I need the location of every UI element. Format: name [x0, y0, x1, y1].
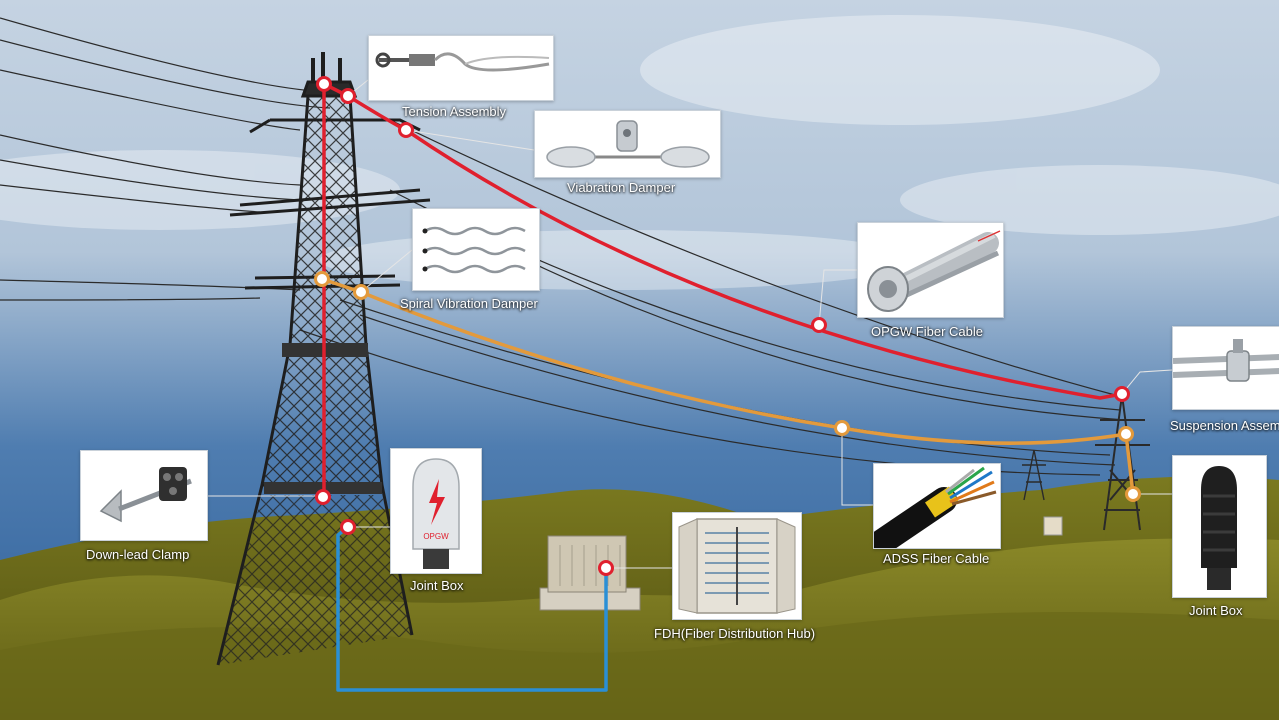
fdh-cabinet-scene: [539, 535, 641, 611]
joint-box-left-label: Joint Box: [410, 578, 464, 593]
adss-fiber-cable-image: [874, 466, 997, 548]
down-lead-clamp-image: [99, 467, 192, 523]
spiral-vibration-damper-image: [422, 226, 526, 274]
marker-joint-box-left: [340, 519, 356, 535]
opgw-fiber-cable-image: [867, 230, 1001, 312]
adss-fiber-cable-label: ADSS Fiber Cable: [883, 551, 990, 566]
joint-box-left-badge: OPGW: [423, 532, 449, 541]
spiral-vibration-damper-label: Spiral Vibration Damper: [400, 296, 538, 311]
marker-joint-box-right: [1125, 486, 1141, 502]
suspension-assembly-image: [1173, 339, 1279, 382]
adss-fiber-cable-thumbnail: [873, 463, 1001, 549]
suspension-assembly-thumbnail: [1172, 326, 1279, 410]
marker-opgw-fiber-cable: [811, 317, 827, 333]
suspension-assembly-label: Suspension Assem: [1170, 418, 1279, 433]
opgw-fiber-cable-thumbnail: [857, 222, 1004, 318]
marker-spiral-vibration-damper: [353, 284, 369, 300]
marker-adss-fiber-cable: [834, 420, 850, 436]
vibration-damper-image: [546, 120, 710, 168]
tension-assembly-label: Tension Assembly: [402, 104, 507, 119]
markers: [314, 76, 1141, 576]
marker-adss-tower: [314, 271, 330, 287]
joint-box-left-thumbnail: OPGW: [390, 448, 482, 574]
small-cabinet: [1043, 516, 1063, 536]
ground-route: [336, 525, 608, 692]
fdh-thumbnail: [672, 512, 802, 620]
joint-box-right-label: Joint Box: [1189, 603, 1243, 618]
marker-fdh: [598, 560, 614, 576]
marker-down-lead-clamp: [315, 489, 331, 505]
tower-lattice: [218, 96, 412, 665]
marker-tension-assembly: [340, 88, 356, 104]
joint-box-right-image: [1201, 466, 1237, 590]
fdh-label: FDH(Fiber Distribution Hub): [654, 626, 816, 641]
joint-box-left-image: OPGW: [412, 458, 460, 569]
marker-vibration-damper: [398, 122, 414, 138]
down-lead-clamp-label: Down-lead Clamp: [86, 547, 190, 562]
down-lead-clamp-thumbnail: [80, 450, 208, 541]
opgw-fiber-cable-label: OPGW Fiber Cable: [871, 324, 983, 339]
marker-adss-far-tower: [1118, 426, 1134, 442]
tension-assembly-thumbnail: [368, 35, 554, 101]
opgw-route: [322, 82, 1124, 500]
marker-opgw-top: [316, 76, 332, 92]
adss-route: [320, 277, 1135, 496]
vibration-damper-thumbnail: [534, 110, 721, 178]
vibration-damper-label: Viabration Damper: [567, 180, 676, 195]
tension-assembly-image: [375, 52, 550, 72]
marker-suspension-assembly: [1114, 386, 1130, 402]
power-conductors: [0, 17, 1126, 476]
fdh-image: [678, 518, 796, 614]
joint-box-right-thumbnail: [1172, 455, 1267, 598]
spiral-vibration-damper-thumbnail: [412, 208, 540, 291]
distant-tower: [1022, 449, 1046, 501]
